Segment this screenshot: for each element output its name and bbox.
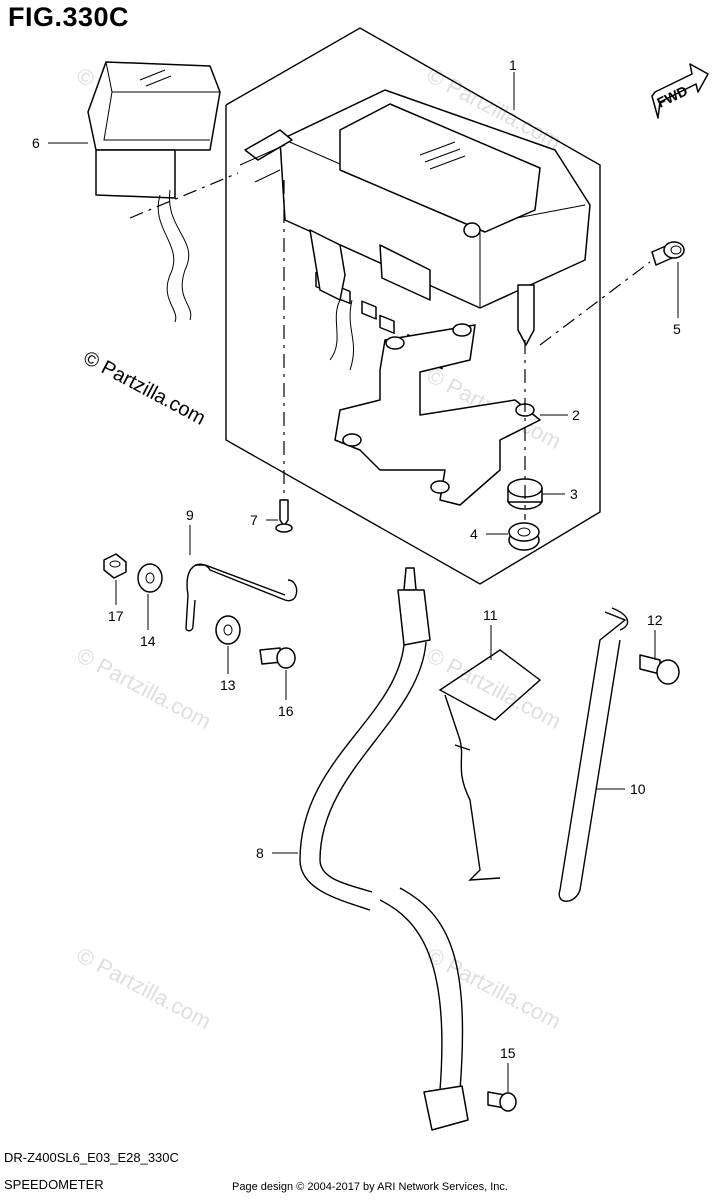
callout-9: 9 [186,507,194,523]
page-credit: Page design © 2004-2017 by ARI Network S… [232,1181,508,1193]
callout-15: 15 [500,1045,516,1061]
callout-labels: 1 2 3 4 5 6 7 8 9 10 11 12 13 14 15 16 1… [32,57,681,1061]
part-4-nut [508,522,540,551]
watermark-text: © Partzilla.com [423,942,566,1034]
part-12-bolt [639,654,680,685]
callout-1: 1 [509,57,517,73]
callout-10: 10 [630,781,646,797]
watermark-text: © Partzilla.com [73,942,216,1034]
callout-8: 8 [256,845,264,861]
callout-12: 12 [647,612,663,628]
callout-14: 14 [140,633,156,649]
callout-7: 7 [250,512,258,528]
callout-11: 11 [483,607,498,623]
alignment-lines [129,172,651,520]
part-7-screw [275,499,293,533]
callout-3: 3 [570,486,578,502]
callout-2: 2 [572,407,580,423]
callout-6: 6 [32,135,40,151]
forward-direction-arrow: FWD [651,63,709,119]
part-9-clamp [185,563,298,632]
leader-lines [48,72,679,1092]
figure-code: DR-Z400SL6_E03_E28_330C [4,1150,179,1165]
part-5-bolt [651,241,685,266]
callout-5: 5 [673,321,681,337]
part-14-washer [137,563,163,593]
part-6-indicator-lamp [87,61,221,323]
part-13-washer [215,615,241,645]
watermark-main: © Partzilla.com [80,347,209,430]
figure-title: FIG.330C [8,2,130,32]
part-15-screw [487,1091,517,1112]
callout-16: 16 [278,703,294,719]
fwd-label: FWD [654,82,690,110]
part-1-speedometer-assembly [239,89,591,371]
figure-name: SPEEDOMETER [4,1177,104,1192]
watermark-text: © Partzilla.com [73,642,216,734]
callout-17: 17 [108,608,124,624]
part-8-speedometer-cable [299,567,469,1131]
assembly-frame [225,27,601,585]
watermark-text: © Partzilla.com [423,642,566,734]
part-16-bolt [259,647,296,669]
part-2-bracket [334,323,541,506]
callout-13: 13 [220,677,236,693]
part-17-nut [103,553,127,579]
callout-4: 4 [470,526,478,542]
part-11-clamp [438,649,542,881]
part-10-guide [558,607,629,902]
